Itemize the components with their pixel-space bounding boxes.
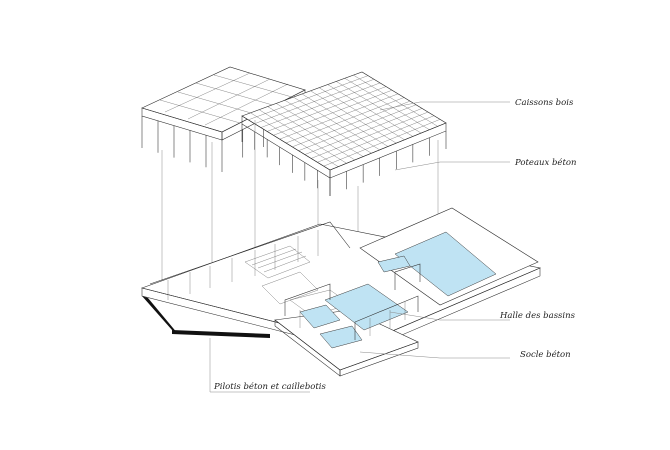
caisson-beam — [317, 115, 435, 163]
label-pilotis-beton: Pilotis béton et caillebotis — [213, 381, 327, 392]
caisson-beam — [327, 84, 413, 137]
label-poteaux-beton: Poteaux béton — [514, 157, 576, 168]
caisson-beam — [336, 81, 422, 134]
hall-glazing — [284, 263, 421, 340]
caisson-beam — [285, 97, 405, 144]
caisson-beam — [304, 108, 423, 155]
indoor-pool — [324, 283, 409, 331]
caisson-beam — [292, 100, 411, 148]
roof-structure-left — [141, 66, 306, 172]
leader-lines — [209, 101, 510, 393]
base-black-edge — [142, 296, 178, 334]
caisson-beam — [353, 74, 438, 127]
interior-walls — [149, 221, 351, 317]
outdoor-pool — [394, 231, 497, 297]
caisson-beam — [319, 87, 405, 140]
label-caissons-bois: Caissons bois — [515, 98, 574, 108]
children-pool — [319, 325, 363, 349]
label-socle-beton: Socle béton — [520, 349, 571, 360]
caisson-beam — [311, 111, 429, 159]
concrete-base — [140, 207, 542, 377]
caisson-beam — [298, 104, 417, 151]
label-halle-des-bassins: Halle des bassins — [499, 311, 576, 321]
concrete-posts — [241, 124, 447, 196]
caisson-beam — [323, 119, 441, 167]
caisson-beam — [310, 90, 397, 144]
pool-strip — [377, 255, 411, 273]
projection-lines — [161, 120, 439, 292]
small-pool — [299, 304, 341, 329]
caisson-beam — [344, 78, 430, 130]
pools — [299, 231, 497, 349]
